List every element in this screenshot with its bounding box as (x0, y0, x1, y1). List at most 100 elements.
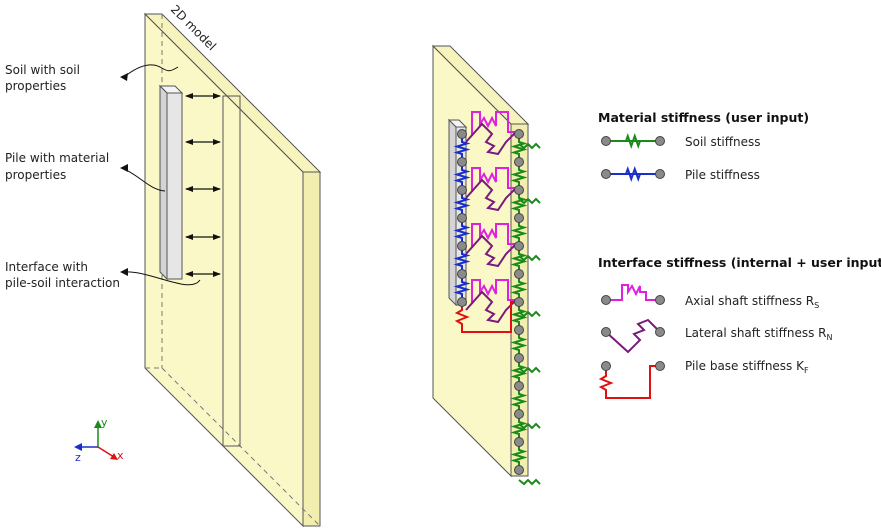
soil-side-spring (518, 366, 541, 374)
callout-soil: Soil with soil properties (5, 63, 80, 93)
node (601, 136, 611, 146)
soil-spring (510, 330, 528, 358)
soil-spring (510, 274, 528, 302)
axial-symbol (606, 284, 660, 301)
right-model (431, 44, 541, 486)
lateral-interface-spring (465, 178, 517, 212)
callout-interface: Interface with pile-soil interaction (5, 260, 120, 290)
soil-side-spring (518, 422, 541, 430)
axis-x-label: x (117, 449, 124, 462)
axial-interface-spring (471, 167, 519, 192)
axis-z-label: z (75, 451, 81, 464)
soil-spring (510, 358, 528, 386)
node (655, 361, 665, 371)
svg-text:pile-soil interaction: pile-soil interaction (5, 276, 120, 290)
lateral-interface-spring (465, 234, 517, 268)
legend-material-title: Material stiffness (user input) (598, 110, 809, 125)
legend-base-label: Pile base stiffness KF (685, 359, 809, 375)
node (457, 269, 467, 279)
node (514, 185, 524, 195)
soil-spring (510, 386, 528, 414)
svg-text:properties: properties (5, 168, 66, 182)
legend-lateral-label: Lateral shaft stiffness RN (685, 326, 833, 342)
node (514, 381, 524, 391)
pile-spring (453, 162, 471, 190)
interface-arrows (185, 93, 221, 277)
node (655, 136, 665, 146)
svg-text:Interface with: Interface with (5, 260, 88, 274)
svg-text:Pile with material: Pile with material (5, 151, 109, 165)
pile-spring (453, 218, 471, 246)
node (514, 241, 524, 251)
node (514, 213, 524, 223)
soil-stiffness-symbol (601, 132, 665, 150)
soil-spring (510, 442, 528, 470)
soil-spring (510, 134, 528, 162)
node (655, 327, 665, 337)
soil-spring (510, 218, 528, 246)
soil-side-spring (518, 310, 541, 318)
lateral-interface-spring (465, 122, 517, 156)
node (457, 213, 467, 223)
axis-y-label: y (101, 416, 108, 429)
legend-soil-label: Soil stiffness (685, 135, 761, 149)
legend-interface-title: Interface stiffness (internal + user inp… (598, 255, 881, 270)
svg-text:Soil with soil: Soil with soil (5, 63, 80, 77)
soil-spring (510, 190, 528, 218)
pile-stiffness-symbol (601, 165, 665, 183)
node (601, 169, 611, 179)
axial-interface-spring (471, 279, 519, 304)
soil-side-spring (518, 478, 541, 486)
node (514, 269, 524, 279)
soil-side-spring (518, 254, 541, 262)
symbol-spring (620, 132, 646, 150)
base-spring (454, 301, 519, 333)
node (514, 157, 524, 167)
node (457, 129, 467, 139)
axial-interface-spring (471, 111, 519, 136)
node (457, 297, 467, 307)
node (457, 241, 467, 251)
lateral-interface-spring (465, 290, 517, 324)
node (601, 327, 611, 337)
right-plate-top (431, 45, 530, 125)
legend: Material stiffness (user input) Soil sti… (598, 110, 881, 399)
node (514, 129, 524, 139)
callout-pile: Pile with material properties (5, 151, 109, 182)
lateral-shaft-stiffness-symbol (601, 318, 665, 354)
soil-spring (510, 414, 528, 442)
pile-spring (453, 274, 471, 302)
soil-side-spring (518, 197, 541, 205)
node (655, 295, 665, 305)
symbol-spring (620, 165, 646, 183)
axial-interface-spring (471, 223, 519, 248)
pile-spring (453, 246, 471, 274)
pile-spring (453, 190, 471, 218)
node (514, 465, 524, 475)
soil-plate-top (143, 13, 322, 173)
soil-spring (510, 246, 528, 274)
axial-shaft-stiffness-symbol (601, 284, 665, 305)
node (457, 157, 467, 167)
soil-side-spring (518, 142, 541, 150)
soil-spring (510, 162, 528, 190)
legend-pile-label: Pile stiffness (685, 168, 760, 182)
legend-axial-label: Axial shaft stiffness RS (685, 294, 819, 310)
base-symbol (598, 365, 660, 399)
lateral-symbol (605, 318, 661, 354)
node (601, 295, 611, 305)
pile-3d (158, 84, 184, 281)
left-model: 2D model Soil with soil properties Pile … (5, 2, 322, 528)
pile-base-stiffness-symbol (598, 361, 665, 399)
node (514, 409, 524, 419)
svg-text:properties: properties (5, 79, 66, 93)
node (655, 169, 665, 179)
node (514, 297, 524, 307)
pile-spring (453, 134, 471, 162)
node (601, 361, 611, 371)
node (457, 185, 467, 195)
axes-triad: y x z (74, 416, 124, 464)
spring-network (453, 111, 541, 486)
soil-plate-side (302, 171, 321, 527)
